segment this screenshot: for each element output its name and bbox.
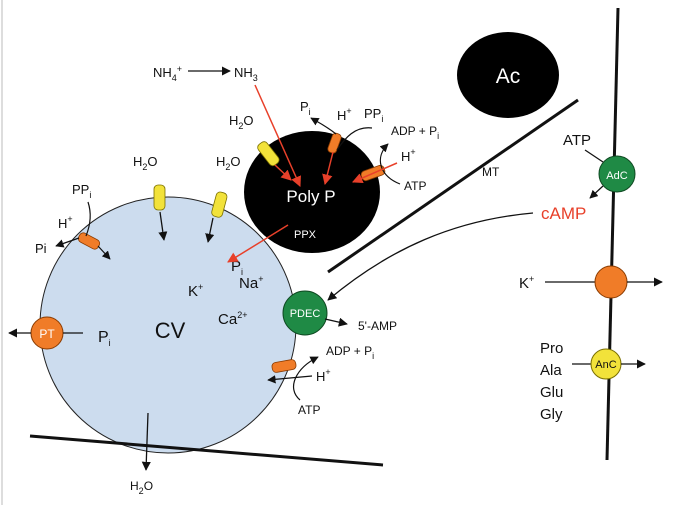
h2o-cv-left-label: H2O [133,154,158,172]
ion-na: Na+ [239,274,263,292]
anc-label: AnC [595,359,616,371]
h-pump-polyp-arrow [352,162,398,184]
adc-to-camp-arrow [589,185,604,199]
aa-pro: Pro [540,340,563,357]
k-channel [594,265,628,299]
atp-adc-label: ATP [563,132,591,149]
h-cv-right-label: H+ [316,367,331,384]
atp-cv-label: ATP [298,403,320,417]
pi-out-cv-arrow [55,237,80,248]
h2o-into-cv-left-arrow [158,211,168,241]
h-polyp-right-label: H+ [401,147,416,164]
h2o-expel-arrow [141,412,151,471]
adc-enzyme [598,155,636,193]
atp-hydrolysis-cv-curve [292,356,319,401]
acidocalcisome [457,32,559,118]
aa-gly: Gly [540,406,563,423]
ppi-cv-curve [85,201,91,237]
atp-hydrolysis-polyp-curve [379,143,401,185]
nh3-into-polyp-arrow [254,84,301,187]
h2o-bottom-label: H2O [130,479,153,496]
ppi-cv-label: PPi [72,182,91,200]
polyp-label: Poly P [286,187,335,206]
cv-label: CV [155,318,186,343]
camp-label: cAMP [541,204,586,223]
nh3-label: NH3 [234,65,258,83]
h-into-cv-right-arrow [267,375,313,384]
aquaporin-cv-left [153,184,166,211]
aquaporin-polyp [257,141,280,167]
microtubule [327,98,579,274]
pi-polyp-to-cv-arrow [227,224,289,263]
atp-to-adc-line [584,149,604,163]
vatpase-cv [271,359,297,373]
ppx-label: PPX [294,229,317,241]
pdec-enzyme [282,290,328,336]
pt-label: PT [39,327,55,341]
h-top-label: H+ [337,106,352,123]
h2o-into-polyp-arrow [274,164,292,181]
ion-pi-inside: Pi [231,258,243,277]
h-cv-left-label: H+ [58,214,73,231]
ppi-hydrolysis-curve [336,127,373,151]
h2o-polyp-label: H2O [229,113,254,131]
mt-label: MT [482,165,500,179]
nh4-label: NH4+ [153,64,182,83]
h-into-polyp-arrow [322,151,334,186]
pdec-to-amp-arrow [324,317,348,327]
adp-pi-cv-label: ADP + Pi [326,344,374,361]
plasma-membrane-right [605,7,620,461]
pi-top-label: Pi [300,99,311,117]
h2o-into-cv-right-arrow [205,217,215,243]
aquaporin-cv-right [211,191,228,218]
aa-glu: Glu [540,384,563,401]
camp-to-pdec-curve [327,212,534,301]
ppase-pump-polyp [327,132,342,154]
k-out-label: K+ [519,274,534,292]
ppi-top-label: PPi [364,106,383,124]
pi-cv-left-label: Pi [35,241,47,256]
adc-label: AdC [606,170,627,182]
ion-ca: Ca2+ [218,310,247,328]
pi-release-curve [310,117,337,135]
adp-pi-polyp-label: ADP + Pi [391,124,439,141]
ion-pi-left: Pi [98,329,111,348]
aa-ala: Ala [540,362,562,379]
plasma-membrane-bottom [29,434,384,467]
pdec-label: PDEC [290,308,321,320]
h-into-cv-left-arrow [97,245,111,260]
h2o-cv-right-label: H2O [216,154,241,172]
atp-polyp-label: ATP [404,179,426,193]
amp-label: 5'-AMP [358,319,397,333]
ion-k: K+ [188,282,203,300]
ac-label: Ac [496,65,521,88]
